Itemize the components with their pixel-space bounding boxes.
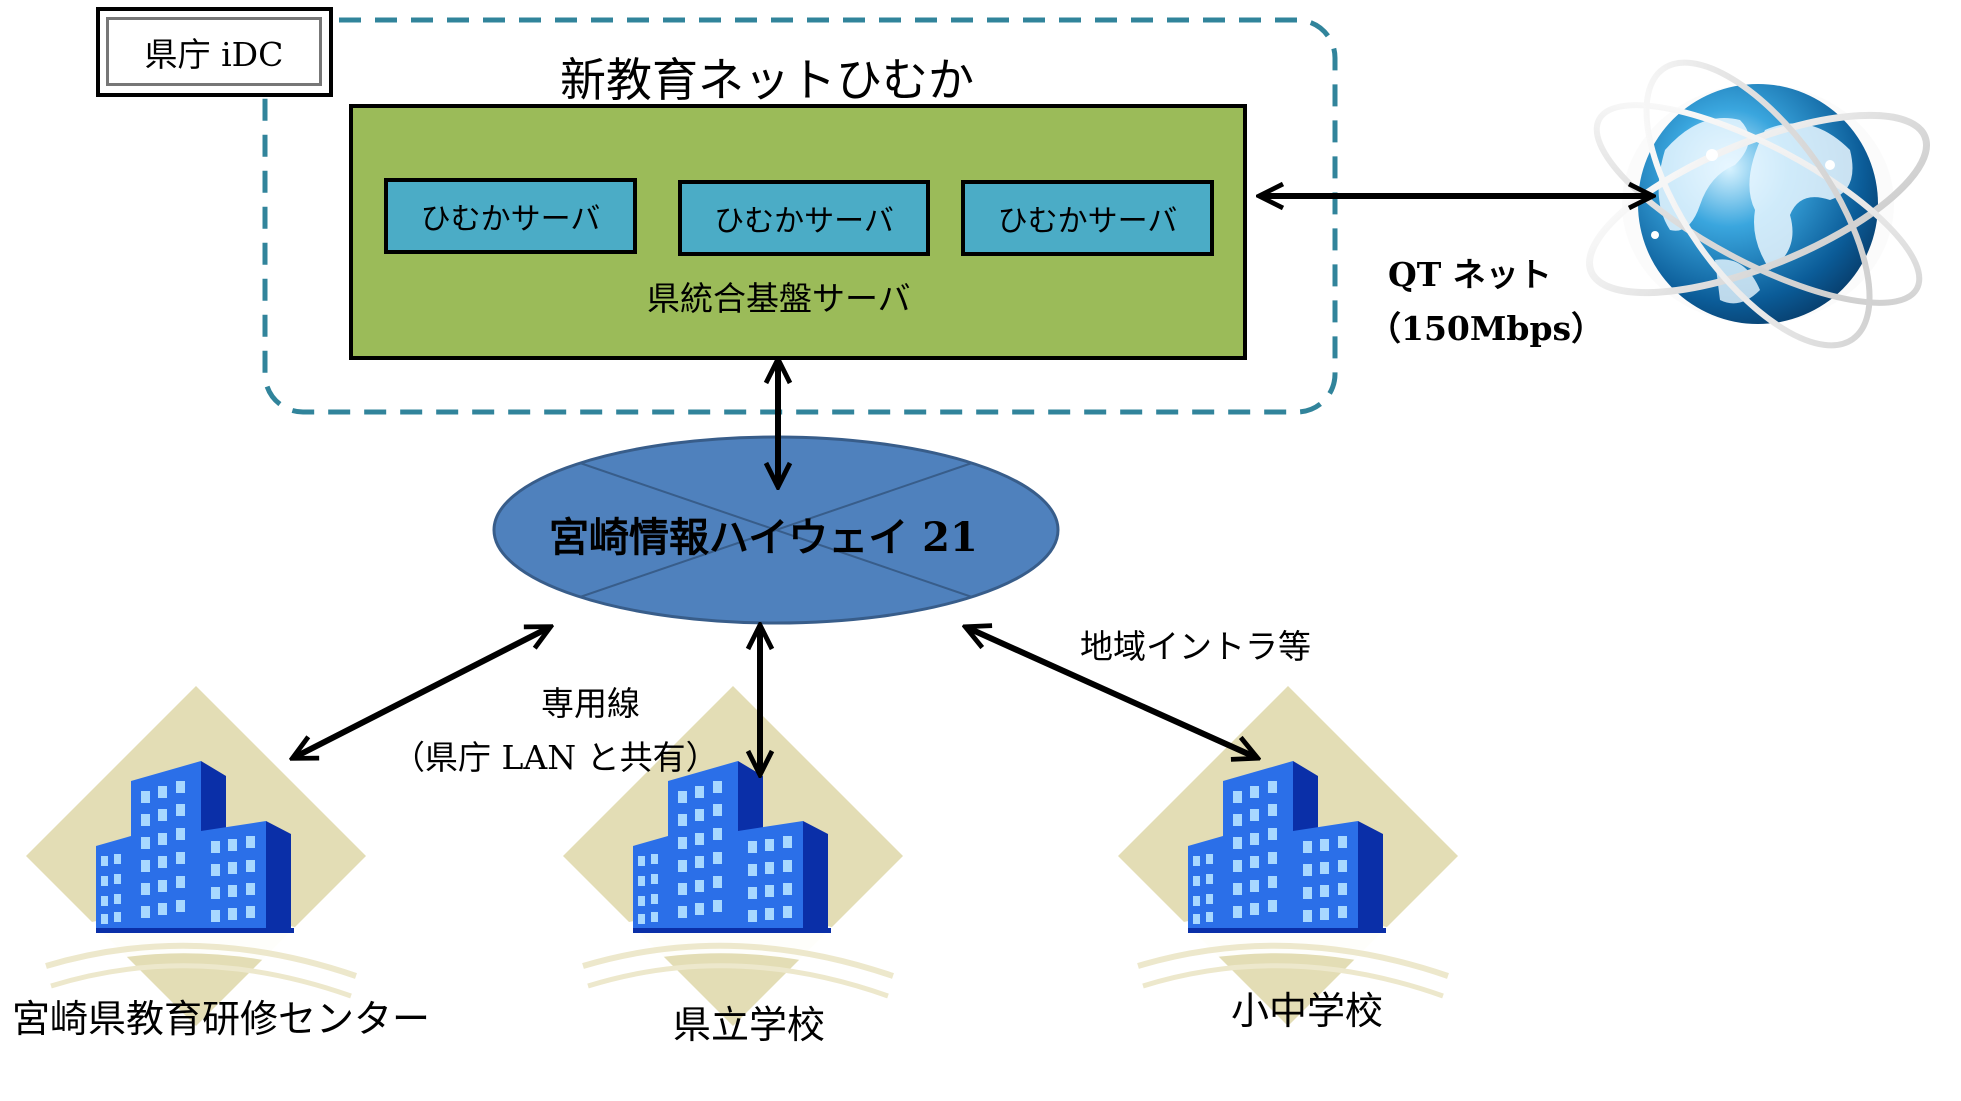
integrated-server-label: 県統合基盤サーバ	[647, 279, 911, 318]
building-elementary-junior-schools-icon	[1118, 686, 1458, 1026]
idc-boundary	[262, 17, 1338, 415]
dedicated-line-label: 専用線	[541, 684, 640, 723]
arrow-training-center	[295, 628, 548, 757]
himuka-server-3: ひむかサーバ	[961, 180, 1214, 256]
dedicated-line-note: （県庁 LAN と共有）	[392, 738, 719, 777]
training-center-label: 宮崎県教育研修センター	[12, 997, 431, 1041]
prefectural-schools-label: 県立学校	[673, 1003, 826, 1047]
building-training-center-icon	[26, 686, 366, 1026]
regional-intranet-label: 地域イントラ等	[1080, 627, 1311, 666]
network-title: 新教育ネットひむか	[560, 53, 974, 107]
highway-label: 宮崎情報ハイウェイ 21	[549, 514, 978, 561]
globe-icon	[1585, 59, 1931, 349]
qt-net-label: QT ネット	[1388, 255, 1552, 294]
idc-label-box: 県庁 iDC	[96, 7, 333, 97]
idc-label: 県庁 iDC	[144, 34, 284, 74]
himuka-server-1: ひむかサーバ	[384, 178, 637, 254]
elementary-junior-schools-label: 小中学校	[1231, 989, 1384, 1033]
bandwidth-label: （150Mbps）	[1368, 309, 1605, 348]
highway-ellipse	[492, 435, 1060, 625]
arrow-elementary-junior-schools	[968, 628, 1255, 757]
himuka-server-2: ひむかサーバ	[678, 180, 930, 256]
